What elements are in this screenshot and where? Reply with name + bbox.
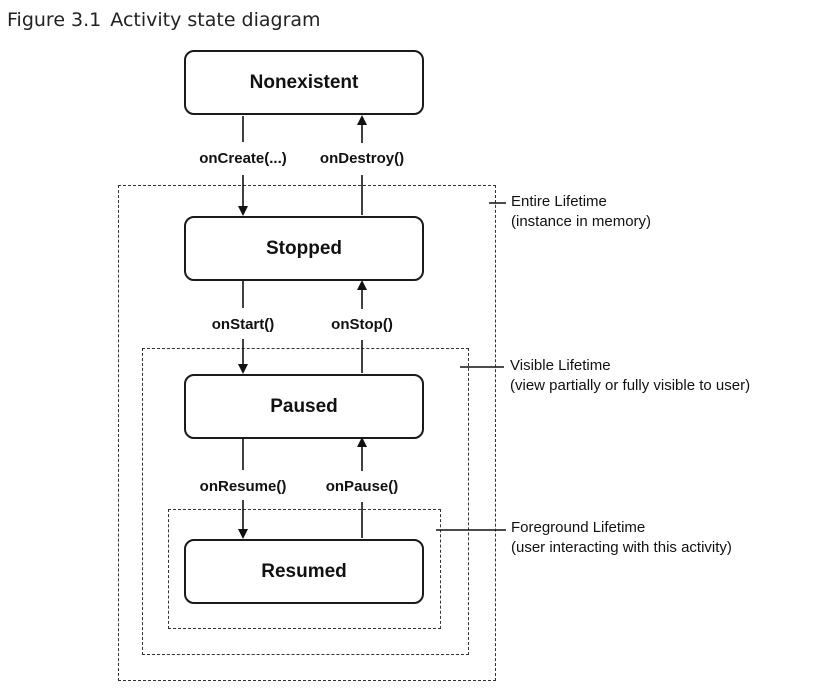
- foreground-lifetime-annotation: Foreground Lifetime (user interacting wi…: [511, 518, 732, 558]
- on-stop-label: onStop(): [322, 316, 402, 333]
- on-destroy-label: onDestroy(): [308, 150, 416, 167]
- on-create-label: onCreate(...): [185, 150, 301, 167]
- entire-lifetime-annotation: Entire Lifetime (instance in memory): [511, 192, 651, 232]
- figure-title: Activity state diagram: [110, 9, 321, 31]
- on-pause-label: onPause(): [316, 478, 408, 495]
- visible-lifetime-annotation: Visible Lifetime (view partially or full…: [510, 356, 750, 396]
- visible-lifetime-box: [142, 348, 469, 655]
- state-paused: Paused: [184, 374, 424, 439]
- state-paused-label: Paused: [270, 395, 338, 417]
- entire-lifetime-detail: (instance in memory): [511, 213, 652, 230]
- entire-lifetime-box: [118, 185, 496, 681]
- foreground-lifetime-box: [168, 509, 441, 629]
- state-nonexistent: Nonexistent: [184, 50, 424, 115]
- entire-lifetime-title: Entire Lifetime: [511, 193, 607, 210]
- on-resume-label: onResume(): [190, 478, 296, 495]
- figure-caption: Figure 3.1 Activity state diagram: [7, 9, 321, 31]
- state-resumed: Resumed: [184, 539, 424, 604]
- foreground-lifetime-detail: (user interacting with this activity): [511, 539, 732, 556]
- state-resumed-label: Resumed: [261, 560, 347, 582]
- visible-lifetime-detail: (view partially or fully visible to user…: [510, 377, 751, 394]
- state-stopped: Stopped: [184, 216, 424, 281]
- state-nonexistent-label: Nonexistent: [249, 71, 359, 93]
- visible-lifetime-title: Visible Lifetime: [510, 357, 611, 374]
- foreground-lifetime-title: Foreground Lifetime: [511, 519, 646, 536]
- on-start-label: onStart(): [198, 316, 288, 333]
- figure-label: Figure 3.1: [7, 9, 102, 31]
- state-stopped-label: Stopped: [266, 237, 342, 259]
